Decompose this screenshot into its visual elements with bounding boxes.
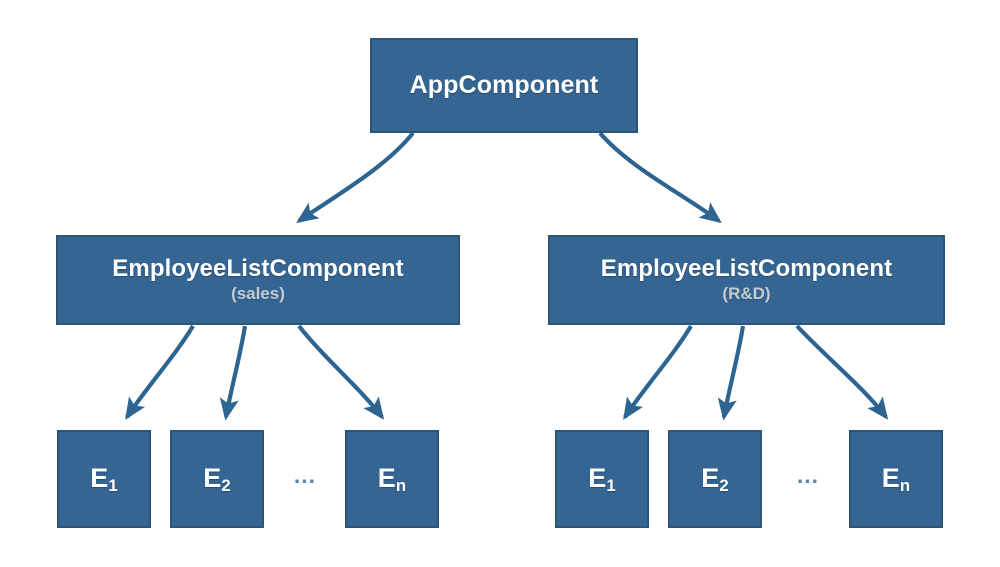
edge-sales-to-e2 [219,325,248,421]
ellipsis-sales: ... [293,462,317,488]
leaf-subscript: 2 [719,476,729,496]
leaf-subscript: n [395,476,407,496]
edge-rd-to-e2 [717,325,746,421]
node-employee-leaf-label: En [881,463,911,496]
leaf-base: E [588,463,607,494]
edge-app-to-sales [296,131,415,223]
leaf-subscript: 2 [221,476,231,496]
leaf-base: E [701,463,720,494]
node-employee-leaf-label: En [377,463,407,496]
node-employee-list-sales-sublabel: (sales) [231,284,285,304]
ellipsis-rd: ... [796,462,820,488]
node-employee-list-rd-sublabel: (R&D) [722,284,771,304]
node-app-component-label: AppComponent [409,71,599,99]
node-employee-list-component-sales[interactable]: EmployeeListComponent (sales) [56,235,460,325]
edge-sales-to-en [297,324,385,420]
node-employee-leaf-label: E2 [203,463,231,496]
node-employee-leaf[interactable]: E2 [170,430,264,528]
node-employee-leaf[interactable]: E1 [555,430,649,528]
leaf-subscript: 1 [108,476,118,496]
leaf-subscript: 1 [606,476,616,496]
edge-rd-to-en [795,324,889,420]
node-employee-list-sales-label: EmployeeListComponent [112,255,404,283]
node-employee-leaf[interactable]: E1 [57,430,151,528]
edge-sales-to-e1 [125,324,195,420]
node-employee-leaf[interactable]: En [849,430,943,528]
node-employee-leaf[interactable]: En [345,430,439,528]
leaf-subscript: n [899,476,911,496]
edge-rd-to-e1 [623,324,693,420]
node-app-component[interactable]: AppComponent [370,38,638,133]
node-employee-list-component-rd[interactable]: EmployeeListComponent (R&D) [548,235,945,325]
leaf-base: E [90,463,109,494]
node-employee-leaf-label: E2 [701,463,729,496]
node-employee-leaf[interactable]: E2 [668,430,762,528]
edge-app-to-rd [598,131,722,224]
leaf-base: E [377,463,396,494]
node-employee-leaf-label: E1 [588,463,616,496]
leaf-base: E [881,463,900,494]
node-employee-leaf-label: E1 [90,463,118,496]
node-employee-list-rd-label: EmployeeListComponent [600,255,893,283]
leaf-base: E [203,463,222,494]
